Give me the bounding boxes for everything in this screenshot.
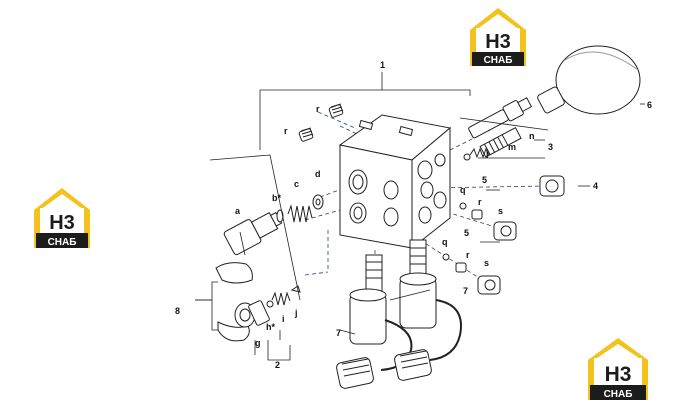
logo-big-text: H3 — [49, 212, 75, 234]
solenoid-valve-left — [336, 254, 413, 389]
callout-q-upper: q — [460, 185, 466, 195]
pressure-switch-assembly — [463, 45, 641, 161]
cartridge-assembly-2 — [215, 262, 301, 342]
plug-4 — [539, 175, 565, 197]
solenoid-valve-right — [394, 239, 462, 381]
callout-m: m — [508, 142, 516, 152]
callout-r-lower: r — [466, 250, 470, 260]
relief-valve-assembly — [223, 194, 324, 256]
logo-small-text: СНАБ — [604, 389, 633, 400]
callout-i-lower: i — [282, 314, 285, 324]
bracket-e — [215, 262, 253, 284]
spring-c — [287, 204, 313, 223]
poppet-j — [290, 285, 301, 293]
callout-q-lower: q — [442, 237, 448, 247]
callout-1: 1 — [380, 60, 385, 70]
callout-s-lower: s — [484, 258, 489, 268]
callout-8: 8 — [175, 306, 180, 316]
plug-r-mid — [298, 127, 314, 142]
callout-c: c — [294, 179, 299, 189]
callout-5-upper: 5 — [482, 175, 487, 185]
callout-b-star: b* — [272, 193, 281, 203]
callout-r-upper: r — [478, 197, 482, 207]
callout-r-top: r — [316, 104, 320, 114]
brand-logo-top: H3 СНАБ — [470, 8, 526, 66]
callout-n: n — [529, 131, 535, 141]
callout-7-right: 7 — [463, 286, 468, 296]
bracket-f — [217, 321, 250, 342]
leader-lines — [195, 72, 645, 361]
check-valve-5-upper — [459, 202, 517, 241]
logo-big-text: H3 — [485, 31, 511, 53]
logo-small-text: СНАБ — [484, 55, 513, 66]
callout-s-upper: s — [498, 206, 503, 216]
logo-small-text: СНАБ — [48, 237, 77, 248]
callout-a: a — [235, 206, 241, 216]
callout-2: 2 — [275, 360, 280, 370]
valve-block — [338, 114, 452, 250]
callout-labels: 1 2 3 4 5 5 6 7 7 8 a b* c d g h* i j r … — [175, 60, 652, 370]
spring-i — [271, 291, 291, 306]
plug-r-top — [328, 103, 344, 118]
brand-logo-bottom: H3 СНАБ — [588, 338, 648, 400]
callout-4: 4 — [593, 181, 598, 191]
logo-big-text: H3 — [605, 363, 632, 386]
accumulator-6 — [537, 45, 641, 115]
check-valve-5-lower — [442, 253, 501, 295]
o-ring-h — [266, 300, 274, 308]
callout-d: d — [315, 169, 321, 179]
callout-5-lower: 5 — [464, 228, 469, 238]
callout-h-star: h* — [266, 322, 275, 332]
callout-j: j — [294, 308, 298, 318]
callout-g: g — [255, 338, 261, 348]
callout-7-left: 7 — [336, 328, 341, 338]
callout-6: 6 — [647, 100, 652, 110]
callout-3: 3 — [548, 142, 553, 152]
callout-r-mid: r — [284, 126, 288, 136]
brand-logo-left: H3 СНАБ — [34, 188, 90, 248]
callout-l: l — [486, 150, 489, 160]
